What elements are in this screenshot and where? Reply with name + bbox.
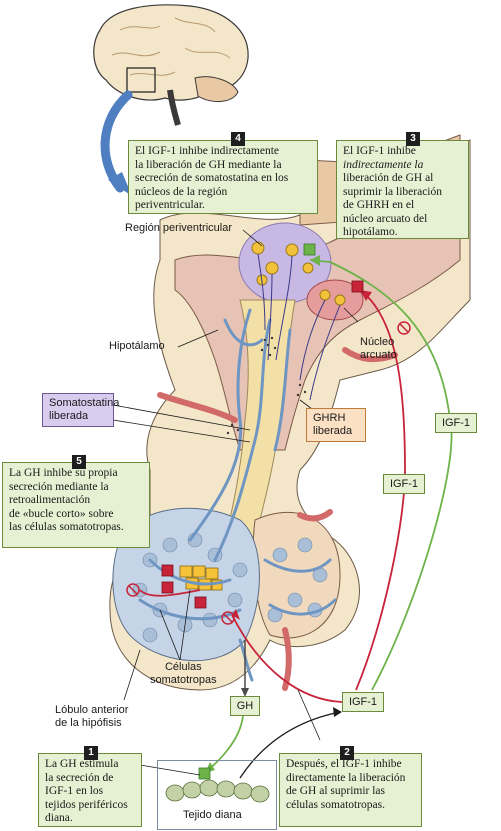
igf1-right-label: IGF-1 bbox=[441, 417, 471, 429]
arcuate-line-2: arcuato bbox=[360, 349, 397, 361]
step-3-line-5: de GHRH en el bbox=[343, 199, 415, 211]
anterior-line-2: de la hipófisis bbox=[55, 717, 122, 729]
step-5-line-1: La GH inhibe su propia bbox=[9, 467, 118, 479]
somatostatin-tag: Somatostatina liberada bbox=[42, 393, 120, 427]
step-3-line-3: liberación de GH al bbox=[343, 172, 434, 184]
step-2-number: 2 bbox=[340, 746, 354, 760]
zoom-arrow bbox=[100, 90, 133, 193]
step-3-line-6: núcleo arcuato del bbox=[343, 212, 428, 225]
step-2-line-3: de GH al suprimir las bbox=[286, 785, 386, 797]
step-1-line-4: tejidos periféricos bbox=[45, 798, 128, 811]
step-5-line-5: las células somatotropas. bbox=[9, 521, 124, 533]
arcuate-nucleus-label: Núcleo arcuato bbox=[360, 336, 397, 362]
somatostatin-line-2: liberada bbox=[49, 410, 89, 422]
step-1-line-3: IGF-1 en los bbox=[45, 785, 104, 797]
step-5-line-2: secreción mediante la bbox=[9, 480, 109, 493]
step-3-line-7: hipotálamo. bbox=[343, 226, 398, 238]
step-4-line-3: secreción de somatostatina en los bbox=[135, 172, 289, 184]
igf1-bottom-tag: IGF-1 bbox=[342, 692, 384, 712]
step-4-line-5: periventricular. bbox=[135, 199, 205, 211]
somatotrope-line-1: Células bbox=[164, 661, 202, 673]
region-periventricular-label: Región periventricular bbox=[125, 222, 232, 234]
step-2-box: Después, el IGF-1 inhibe directamente la… bbox=[279, 753, 422, 827]
step-2-line-1: Después, el IGF-1 inhibe bbox=[286, 758, 402, 770]
brain-thumbnail bbox=[93, 4, 249, 126]
igf1-bottom-label: IGF-1 bbox=[348, 696, 378, 708]
ghrh-line-2: liberada bbox=[313, 425, 353, 437]
step-4-number: 4 bbox=[231, 132, 245, 146]
step-2-line-2: directamente la liberación bbox=[286, 771, 406, 784]
igf1-mid-label: IGF-1 bbox=[389, 478, 419, 490]
anatomy bbox=[109, 134, 471, 691]
igf1-right-tag: IGF-1 bbox=[435, 413, 477, 433]
step-3-box: El IGF-1 inhibe indirectamente la libera… bbox=[336, 140, 469, 239]
igf1-mid-tag: IGF-1 bbox=[383, 474, 425, 494]
step-4-line-1: El IGF-1 inhibe indirectamente bbox=[135, 145, 280, 157]
step-3-line-4: suprimir la liberación bbox=[343, 185, 442, 198]
step-1-line-1: La GH estimula bbox=[45, 758, 119, 770]
somatotrope-cells-label: Células somatotropas bbox=[150, 661, 217, 687]
ghrh-line-1: GHRH bbox=[313, 412, 346, 424]
hypothalamus-label: Hipotálamo bbox=[109, 340, 165, 352]
gh-tag: GH bbox=[230, 696, 260, 716]
step-3-line-2: indirectamente la bbox=[343, 158, 424, 171]
step-5-line-3: retroalimentación bbox=[9, 494, 91, 506]
step-1-line-5: diana. bbox=[45, 812, 73, 824]
step-5-number: 5 bbox=[72, 455, 86, 469]
step-1-line-2: la secreción de bbox=[45, 771, 114, 784]
somatotrope-line-2: somatotropas bbox=[150, 674, 217, 686]
step-3-line-1: El IGF-1 inhibe bbox=[343, 145, 416, 157]
ghrh-tag: GHRH liberada bbox=[306, 408, 366, 442]
step-4-line-2: la liberación de GH mediante la bbox=[135, 158, 282, 171]
anterior-line-1: Lóbulo anterior bbox=[55, 704, 129, 716]
step-5-box: La GH inhibe su propia secreción mediant… bbox=[2, 462, 150, 548]
step-5-line-4: de «bucle corto» sobre bbox=[9, 507, 114, 520]
target-tissue-label: Tejido diana bbox=[183, 809, 242, 821]
anterior-pituitary-label: Lóbulo anterior de la hipófisis bbox=[55, 704, 128, 730]
arcuate-line-1: Núcleo bbox=[360, 336, 395, 348]
step-2-line-4: células somatotropas. bbox=[286, 798, 386, 811]
step-4-line-4: núcleos de la región bbox=[135, 185, 228, 198]
step-1-box: La GH estimula la secreción de IGF-1 en … bbox=[38, 753, 142, 827]
step-1-number: 1 bbox=[84, 746, 98, 760]
step-4-box: El IGF-1 inhibe indirectamente la libera… bbox=[128, 140, 318, 214]
somatostatin-line-1: Somatostatina bbox=[49, 397, 120, 409]
gh-label: GH bbox=[236, 700, 254, 712]
target-tissue-box bbox=[157, 760, 277, 830]
step-3-number: 3 bbox=[406, 132, 420, 146]
